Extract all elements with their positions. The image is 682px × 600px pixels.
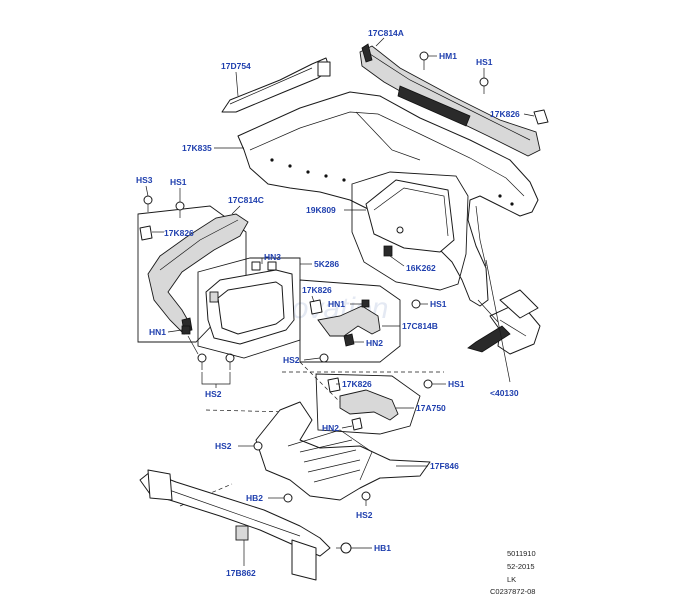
screw-HS1-top bbox=[479, 77, 489, 94]
label-17K826-right: 17K826 bbox=[490, 109, 520, 119]
screw-HS2-mid bbox=[319, 353, 329, 363]
leader-17D754 bbox=[235, 71, 239, 97]
clip-17K826-right bbox=[533, 109, 549, 125]
label-HS1-left: HS1 bbox=[170, 177, 187, 187]
part-17B862-crossmember bbox=[139, 469, 331, 581]
screw-HS1-low bbox=[423, 379, 433, 389]
part-17A750-bracket bbox=[315, 373, 421, 435]
label-HS3: HS3 bbox=[136, 175, 153, 185]
bolt-HB1 bbox=[336, 542, 352, 554]
label-HN2-low: HN2 bbox=[322, 423, 339, 433]
leader-HN1-to-HS2 bbox=[187, 335, 199, 355]
screw-HS2-bottom bbox=[361, 491, 371, 506]
label-17B862: 17B862 bbox=[226, 568, 256, 578]
label-5K286: 5K286 bbox=[314, 259, 339, 269]
label-40130: <40130 bbox=[490, 388, 519, 398]
label-HS2-mid: HS2 bbox=[283, 355, 300, 365]
part-19K809-detail bbox=[351, 171, 469, 291]
meta-line-1: 5011910 bbox=[507, 549, 536, 558]
label-HM1: HM1 bbox=[439, 51, 457, 61]
leader-HS3 bbox=[145, 185, 149, 197]
label-17K826-low: 17K826 bbox=[342, 379, 372, 389]
clip-16K262 bbox=[383, 245, 393, 257]
leader-17C814C bbox=[231, 205, 241, 215]
leader-40130-b bbox=[477, 299, 499, 323]
label-17K826-left: 17K826 bbox=[164, 228, 194, 238]
leader-17K826-mid bbox=[311, 295, 315, 303]
label-HS2-left: HS2 bbox=[205, 389, 222, 399]
label-HS1-low: HS1 bbox=[448, 379, 465, 389]
label-17D754: 17D754 bbox=[221, 61, 251, 71]
label-HN2-mid: HN2 bbox=[366, 338, 383, 348]
screw-HS1-mid bbox=[411, 299, 421, 309]
label-17A750: 17A750 bbox=[416, 403, 446, 413]
label-17C814C: 17C814C bbox=[228, 195, 264, 205]
label-HN3: HN3 bbox=[264, 252, 281, 262]
part-17C814B-bracket bbox=[299, 279, 401, 363]
dash-line-left bbox=[205, 409, 291, 413]
label-17K826-mid: 17K826 bbox=[302, 285, 332, 295]
label-HS1-top: HS1 bbox=[476, 57, 493, 67]
nut-HN2-low bbox=[351, 417, 363, 431]
label-17K835: 17K835 bbox=[182, 143, 212, 153]
label-HS2-low: HS2 bbox=[215, 441, 232, 451]
screw-HS2-left-pair bbox=[197, 353, 235, 370]
part-5K286-frame bbox=[197, 257, 301, 359]
label-17C814B: 17C814B bbox=[402, 321, 438, 331]
part-40130-bracket bbox=[467, 289, 541, 355]
leader-HN1-left bbox=[167, 329, 183, 333]
label-HS2-bottom: HS2 bbox=[356, 510, 373, 520]
label-HB1: HB1 bbox=[374, 543, 391, 553]
label-HB2: HB2 bbox=[246, 493, 263, 503]
label-17C814A: 17C814A bbox=[368, 28, 404, 38]
meta-line-2: 52-2015 bbox=[507, 562, 535, 571]
screw-HS3 bbox=[143, 195, 153, 212]
leader-HN2-low bbox=[341, 425, 353, 429]
leader-17K826-right bbox=[523, 113, 535, 117]
screw-HS2-low bbox=[253, 441, 263, 451]
meta-line-4: C0237872-08 bbox=[490, 587, 535, 596]
meta-line-3: LK bbox=[507, 575, 516, 584]
part-17C814A-bracket bbox=[359, 43, 541, 157]
nut-HN1-left bbox=[181, 325, 191, 335]
leader-HS2-left bbox=[201, 372, 231, 388]
leader-40130 bbox=[485, 259, 511, 383]
label-HS1-mid: HS1 bbox=[430, 299, 447, 309]
label-16K262: 16K262 bbox=[406, 263, 436, 273]
leader-17C814A bbox=[375, 37, 385, 47]
bolt-HB2 bbox=[283, 493, 293, 503]
clip-HN3 bbox=[251, 261, 277, 271]
leader-HS2-mid bbox=[303, 357, 321, 361]
label-HN1-mid: HN1 bbox=[328, 299, 345, 309]
label-17F846: 17F846 bbox=[430, 461, 459, 471]
dash-line-mid bbox=[299, 361, 343, 405]
nut-HN1-mid bbox=[361, 299, 370, 308]
label-HN1-left: HN1 bbox=[149, 327, 166, 337]
screw-HM1 bbox=[419, 51, 429, 70]
label-19K809: 19K809 bbox=[306, 205, 336, 215]
part-17D754-strip bbox=[221, 57, 331, 113]
part-17F846-undertray bbox=[255, 401, 431, 501]
clip-17K826-left bbox=[139, 225, 153, 241]
leader-16K262 bbox=[389, 255, 405, 267]
